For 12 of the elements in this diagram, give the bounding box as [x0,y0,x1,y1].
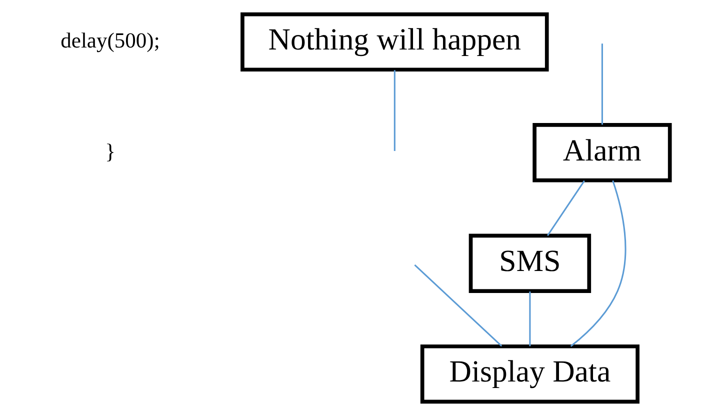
node-box: SMS [468,234,591,293]
label: } [104,139,115,164]
connector [600,44,602,125]
connector [570,180,626,347]
node-box: Nothing will happen [240,12,548,72]
connector [528,291,530,346]
connector [546,180,584,236]
node-box: Alarm [532,123,672,182]
connector [414,264,502,347]
connector [393,70,395,151]
label: delay(500); [60,28,160,53]
node-box: Display Data [420,344,639,404]
